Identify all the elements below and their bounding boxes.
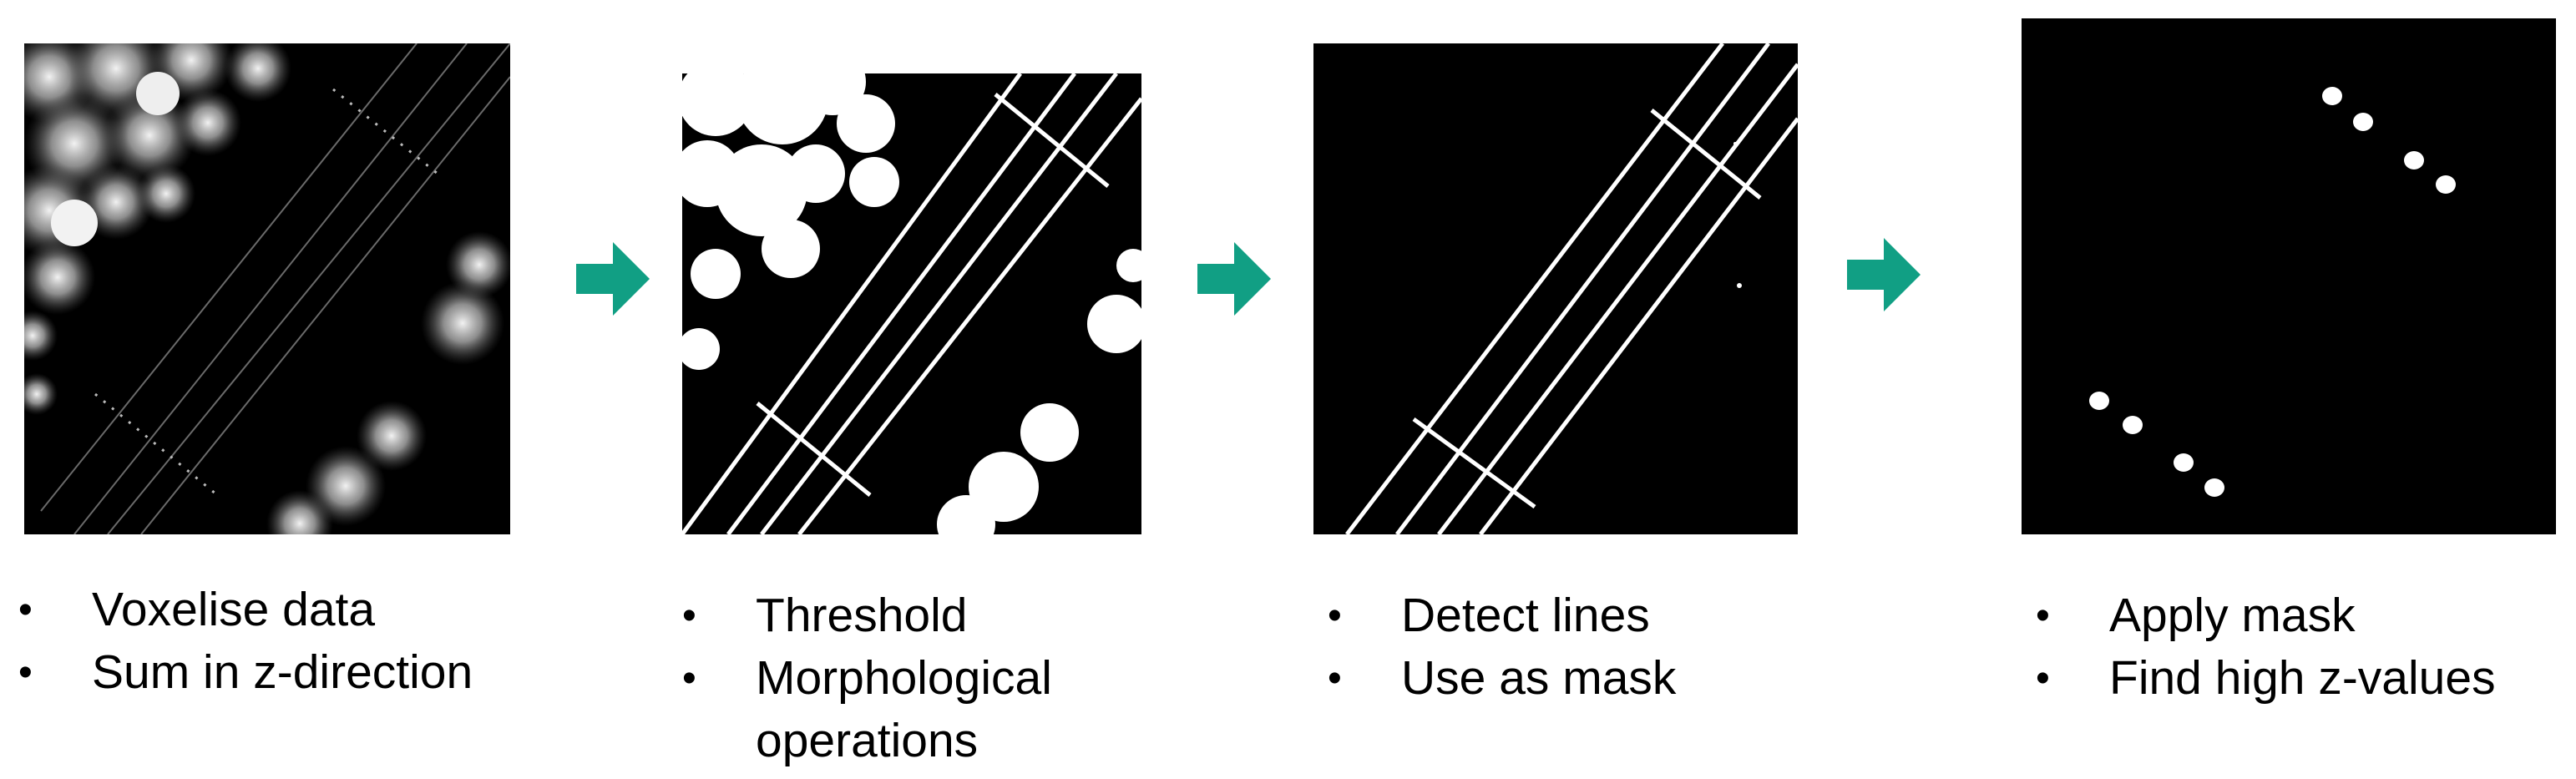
step-4-bullets: Apply mask Find high z-values	[2036, 584, 2496, 710]
bullet-item: Threshold	[682, 584, 1150, 647]
panel-detect-lines	[1313, 43, 1798, 534]
arrow-right-icon-1	[574, 240, 651, 317]
voxelised-image	[24, 43, 510, 534]
arrow-right-icon-2	[1196, 240, 1273, 317]
high-z-values-image	[2089, 87, 2456, 497]
step-1-bullets: Voxelise data Sum in z-direction	[18, 579, 473, 704]
bullet-item: Use as mask	[1328, 647, 1676, 710]
bullet-item: Apply mask	[2036, 584, 2496, 647]
bullet-item: Detect lines	[1328, 584, 1676, 647]
threshold-image	[682, 73, 1141, 534]
panel-voxelised-data	[24, 43, 510, 534]
bullet-item: Sum in z-direction	[18, 641, 473, 704]
step-3-bullets: Detect lines Use as mask	[1328, 584, 1676, 710]
panel-apply-mask	[2022, 18, 2556, 534]
bullet-item: Find high z-values	[2036, 647, 2496, 710]
lines-mask-image	[1345, 43, 1798, 534]
bullet-item: Morphological operations	[682, 647, 1150, 772]
bullet-item: Voxelise data	[18, 579, 473, 641]
step-2-bullets: Threshold Morphological operations	[682, 584, 1150, 772]
arrow-right-icon-3	[1845, 236, 1922, 313]
panel-threshold	[682, 73, 1141, 534]
